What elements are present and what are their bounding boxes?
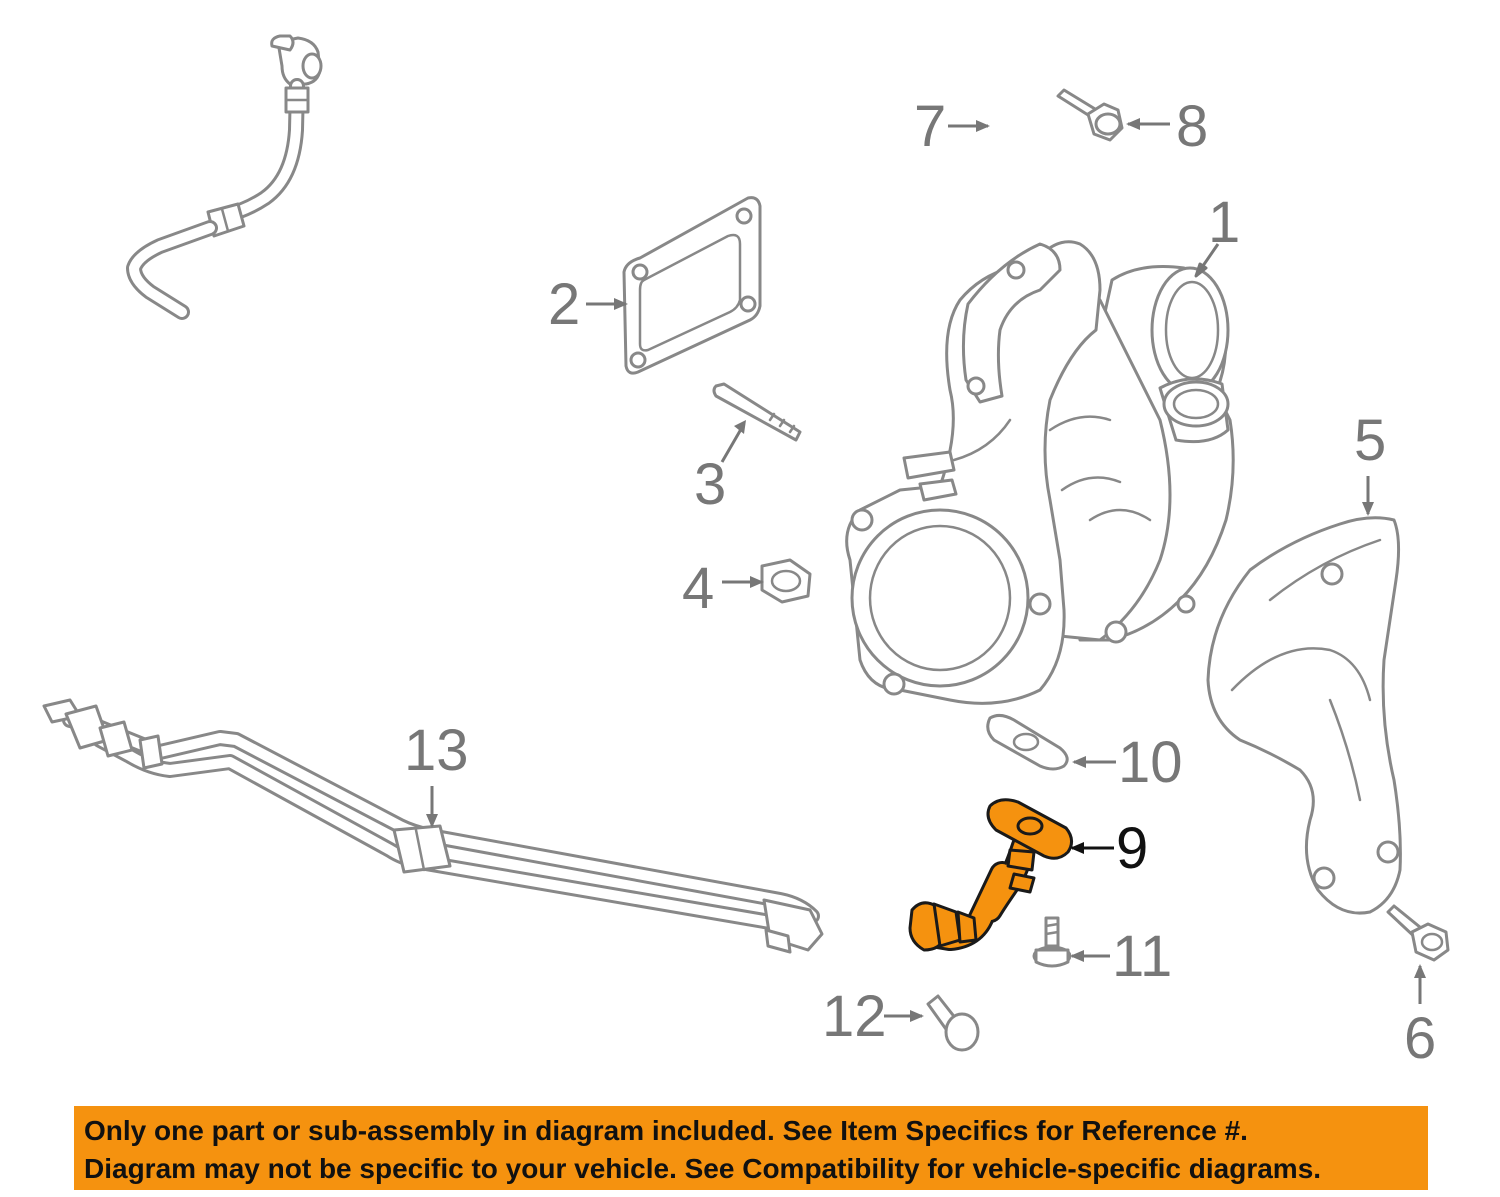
- part-8-bolt: [1056, 88, 1124, 142]
- part-7-oil-feed-line-shape: [126, 34, 323, 320]
- disclaimer-line-1: Only one part or sub-assembly in diagram…: [84, 1115, 1248, 1146]
- callout-labels: 1 2 3 4 5 6 7 8 9 10 11 12 13: [404, 94, 1436, 1071]
- callout-13: 13: [404, 718, 469, 783]
- callout-3: 3: [694, 452, 726, 517]
- part-11-bolt: [1032, 916, 1072, 968]
- callout-1: 1: [1208, 190, 1240, 255]
- callout-9: 9: [1116, 816, 1148, 881]
- callout-7: 7: [914, 94, 946, 159]
- part-12-bolt: [926, 994, 980, 1052]
- callout-2: 2: [548, 272, 580, 337]
- callout-12: 12: [822, 984, 887, 1049]
- part-6-bolt: [1386, 904, 1450, 962]
- part-4-nut: [760, 558, 812, 604]
- callout-11: 11: [1112, 924, 1172, 989]
- leader-lines: [426, 118, 1426, 1022]
- disclaimer-banner: Only one part or sub-assembly in diagram…: [74, 1106, 1428, 1190]
- part-2-gasket: [622, 196, 762, 375]
- callout-6: 6: [1404, 1006, 1436, 1071]
- part-9-oil-return-pipe: [908, 798, 1073, 952]
- part-10-gasket: [986, 713, 1069, 771]
- callout-5: 5: [1354, 408, 1386, 473]
- callout-8: 8: [1176, 94, 1208, 159]
- callout-4: 4: [682, 556, 714, 621]
- part-1-turbocharger: [845, 240, 1235, 705]
- disclaimer-line-2: Diagram may not be specific to your vehi…: [84, 1153, 1322, 1184]
- part-5-heat-shield: [1206, 516, 1402, 915]
- part-13-oil-line: [42, 698, 824, 954]
- callout-10: 10: [1118, 730, 1183, 795]
- part-3-stud: [712, 382, 802, 442]
